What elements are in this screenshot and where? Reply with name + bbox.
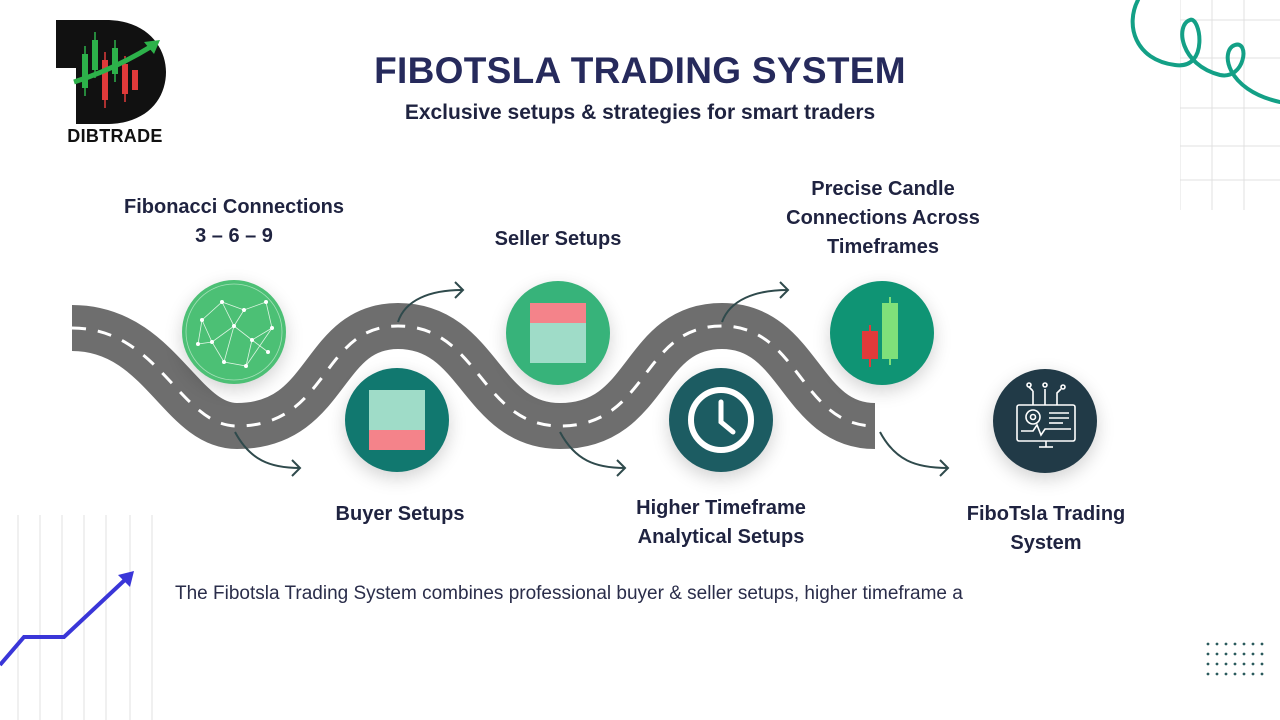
system-description: The Fibotsla Trading System combines pro…	[175, 583, 963, 604]
step-circle-higher-timeframe	[669, 368, 773, 472]
decorative-dot	[1251, 672, 1255, 676]
brand-name: DIBTRADE	[67, 126, 163, 146]
decorative-dot	[1215, 672, 1219, 676]
decorative-dot	[1251, 652, 1255, 656]
seller-setup-icon	[530, 303, 586, 363]
dibtrade-logo	[56, 20, 168, 124]
decorative-dots	[1206, 642, 1264, 676]
dibtrade-candlestick-logo	[56, 20, 166, 124]
step-label-buyer: Buyer Setups	[335, 503, 465, 525]
decorative-dot	[1251, 662, 1255, 666]
decorative-growth-arrow	[0, 515, 153, 720]
fibonacci-network-icon	[185, 283, 283, 381]
decorative-dot	[1224, 662, 1228, 666]
decorative-dot	[1242, 652, 1246, 656]
step-circle-trading-system	[993, 369, 1097, 473]
step-label-fibonacci: Fibonacci Connections 3 – 6 – 9	[123, 196, 345, 247]
decorative-dot	[1206, 662, 1210, 666]
decorative-dot	[1233, 652, 1237, 656]
decorative-dot	[1215, 662, 1219, 666]
decorative-dot	[1215, 652, 1219, 656]
candlestick-icon	[862, 297, 898, 367]
decorative-dot	[1260, 672, 1264, 676]
step-circle-fibonacci	[182, 280, 286, 384]
step-label-seller: Seller Setups	[494, 228, 622, 250]
decorative-dot	[1224, 672, 1228, 676]
step-circle-buyer	[345, 368, 449, 472]
decorative-dot	[1206, 672, 1210, 676]
decorative-dot	[1260, 662, 1264, 666]
decorative-dot	[1260, 652, 1264, 656]
decorative-dot	[1242, 672, 1246, 676]
decorative-dot	[1260, 642, 1264, 646]
page-subtitle: Exclusive setups & strategies for smart …	[404, 101, 876, 124]
step-label-higher-timeframe: Higher Timeframe Analytical Setups	[636, 497, 806, 548]
decorative-dot	[1233, 662, 1237, 666]
page-title: FIBOTSLA TRADING SYSTEM	[374, 50, 906, 91]
decorative-dot	[1206, 652, 1210, 656]
decorative-dot	[1242, 662, 1246, 666]
trading-system-monitor-icon	[1016, 382, 1076, 448]
decorative-dot	[1206, 642, 1210, 646]
decorative-dot	[1215, 642, 1219, 646]
decorative-dot	[1224, 642, 1228, 646]
decorative-swirl	[1130, 0, 1280, 104]
step-label-trading-system: FiboTsla Trading System	[966, 503, 1126, 554]
decorative-dot	[1233, 642, 1237, 646]
step-circle-candle-connections	[830, 281, 934, 385]
buyer-setup-icon	[369, 390, 425, 450]
decorative-dot	[1242, 642, 1246, 646]
clock-icon	[688, 387, 754, 453]
decorative-dot	[1251, 642, 1255, 646]
decorative-dot	[1233, 672, 1237, 676]
decorative-dot	[1224, 652, 1228, 656]
step-circle-seller	[506, 281, 610, 385]
step-label-candle-connections: Precise Candle Connections Across Timefr…	[786, 178, 980, 258]
